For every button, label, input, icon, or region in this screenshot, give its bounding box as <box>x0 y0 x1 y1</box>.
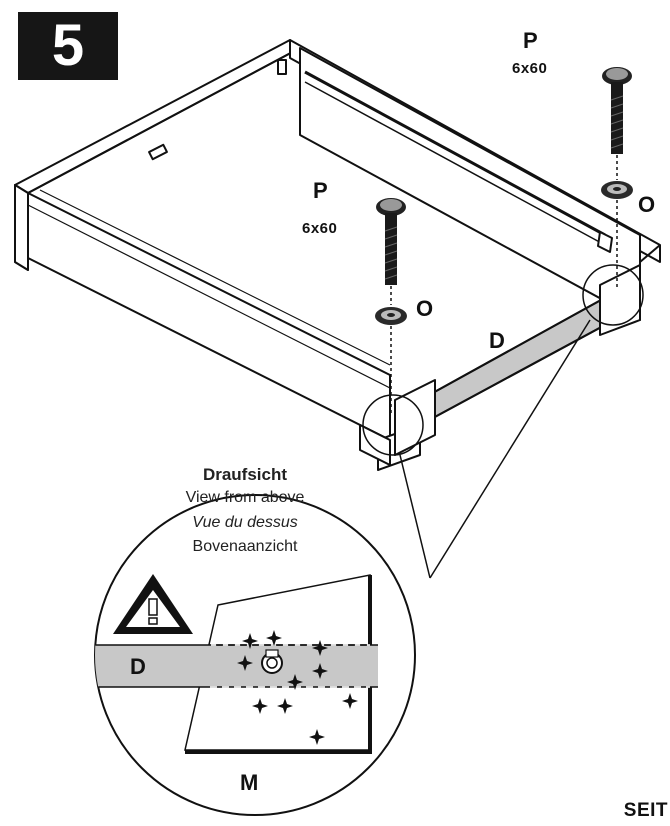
left-side-panel <box>14 184 29 271</box>
detail-rail-label: D <box>130 654 146 679</box>
screw-head-top <box>261 649 283 674</box>
washer-left-label: O <box>416 296 434 321</box>
washer-o-left <box>375 307 407 325</box>
screw-left-letter: P <box>313 178 328 203</box>
warning-triangle-icon <box>113 574 193 634</box>
corner-detail-circle-left <box>362 394 424 456</box>
page-mark: SEIT <box>623 800 668 821</box>
callout-line-left <box>399 454 431 579</box>
detail-title-de: Draufsicht <box>202 465 288 484</box>
rail-label: D <box>489 328 505 353</box>
screw-p-right <box>602 67 632 154</box>
callout-line-right <box>429 319 591 579</box>
right-side-panel-face <box>299 47 641 321</box>
detail-title-fr: Vue du dessus <box>192 514 298 531</box>
screw-p-left <box>376 198 406 285</box>
sparkle-marks <box>237 630 358 745</box>
rail-d-band <box>95 645 378 687</box>
screw-left-size: 6x60 <box>302 220 338 237</box>
washer-o-right <box>601 181 633 199</box>
screw-right-size: 6x60 <box>512 60 548 77</box>
detail-title-en: View from above <box>185 489 305 506</box>
screw-right-letter: P <box>523 28 538 53</box>
washer-right-label: O <box>638 192 656 217</box>
corner-detail-circle-right <box>582 264 644 326</box>
step-number-badge: 5 <box>18 12 118 80</box>
detail-title-nl: Bovenaanzicht <box>192 538 298 555</box>
drawer-frame <box>14 39 661 471</box>
detail-panel-label: M <box>240 770 259 795</box>
rail-d <box>419 294 619 426</box>
